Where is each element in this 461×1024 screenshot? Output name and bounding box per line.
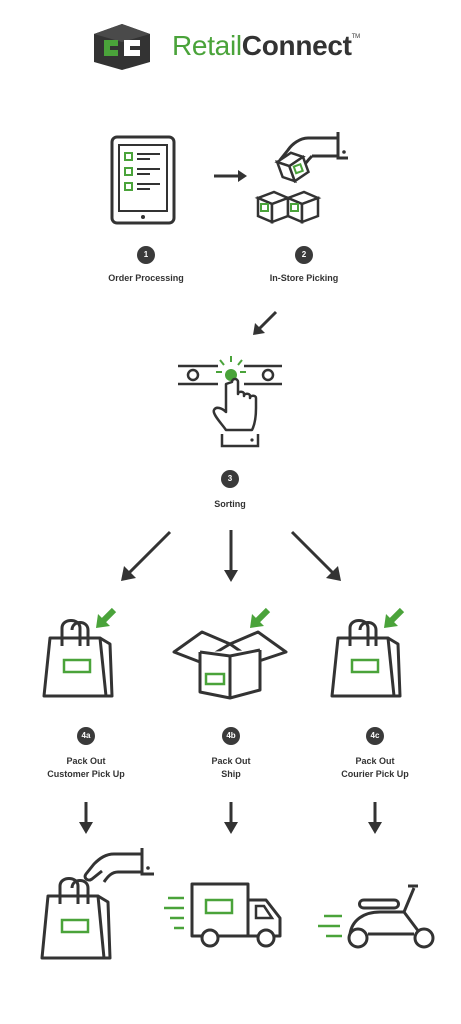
step-badge-2: 2 [295, 246, 313, 264]
arrow-down-icon [368, 802, 382, 834]
arrow-down-icon [224, 802, 238, 834]
brand-name: RetailConnectTM [172, 30, 360, 62]
arrow-down-left-icon [121, 530, 172, 581]
step-label-1: Order Processing [108, 273, 184, 283]
hand-pressing-conveyor-icon [178, 356, 282, 448]
step-badge-1: 1 [137, 246, 155, 264]
brand-part1: Retail [172, 30, 242, 61]
arrow-down-icon [79, 802, 93, 834]
step-label-4a-line2: Customer Pick Up [47, 769, 125, 779]
logo-icon [94, 24, 150, 70]
arrow-right-icon [214, 170, 247, 182]
arrow-down-left-icon [253, 310, 278, 335]
arrow-down-icon [224, 530, 238, 582]
step-label-4b-line2: Ship [221, 769, 241, 779]
step-badge-3: 3 [221, 470, 239, 488]
step-badge-4a: 4a [77, 727, 95, 745]
brand-tm: TM [351, 34, 360, 40]
shopping-bag-icon [330, 607, 405, 698]
step-label-4c: Pack Out Courier Pick Up [305, 755, 445, 781]
tablet-checklist-icon [110, 135, 176, 225]
hand-taking-bag-icon [40, 848, 154, 960]
step-label-3: Sorting [214, 499, 246, 509]
step-badge-4c: 4c [366, 727, 384, 745]
step-label-4c-line1: Pack Out [355, 756, 395, 766]
step-label-4b: Pack Out Ship [161, 755, 301, 781]
shopping-bag-icon [42, 607, 117, 698]
brand-part2: Connect [241, 30, 352, 61]
open-box-icon [172, 607, 288, 700]
scooter-icon [318, 884, 435, 949]
arrow-down-right-icon [290, 530, 341, 581]
step-label-4a-line1: Pack Out [66, 756, 106, 766]
hand-picking-boxes-icon [254, 132, 348, 224]
step-label-4c-line2: Courier Pick Up [341, 769, 409, 779]
step-label-2: In-Store Picking [269, 273, 339, 283]
step-badge-4b: 4b [222, 727, 240, 745]
step-label-4b-line1: Pack Out [211, 756, 251, 766]
step-label-4a: Pack Out Customer Pick Up [16, 755, 156, 781]
delivery-truck-icon [164, 882, 282, 948]
